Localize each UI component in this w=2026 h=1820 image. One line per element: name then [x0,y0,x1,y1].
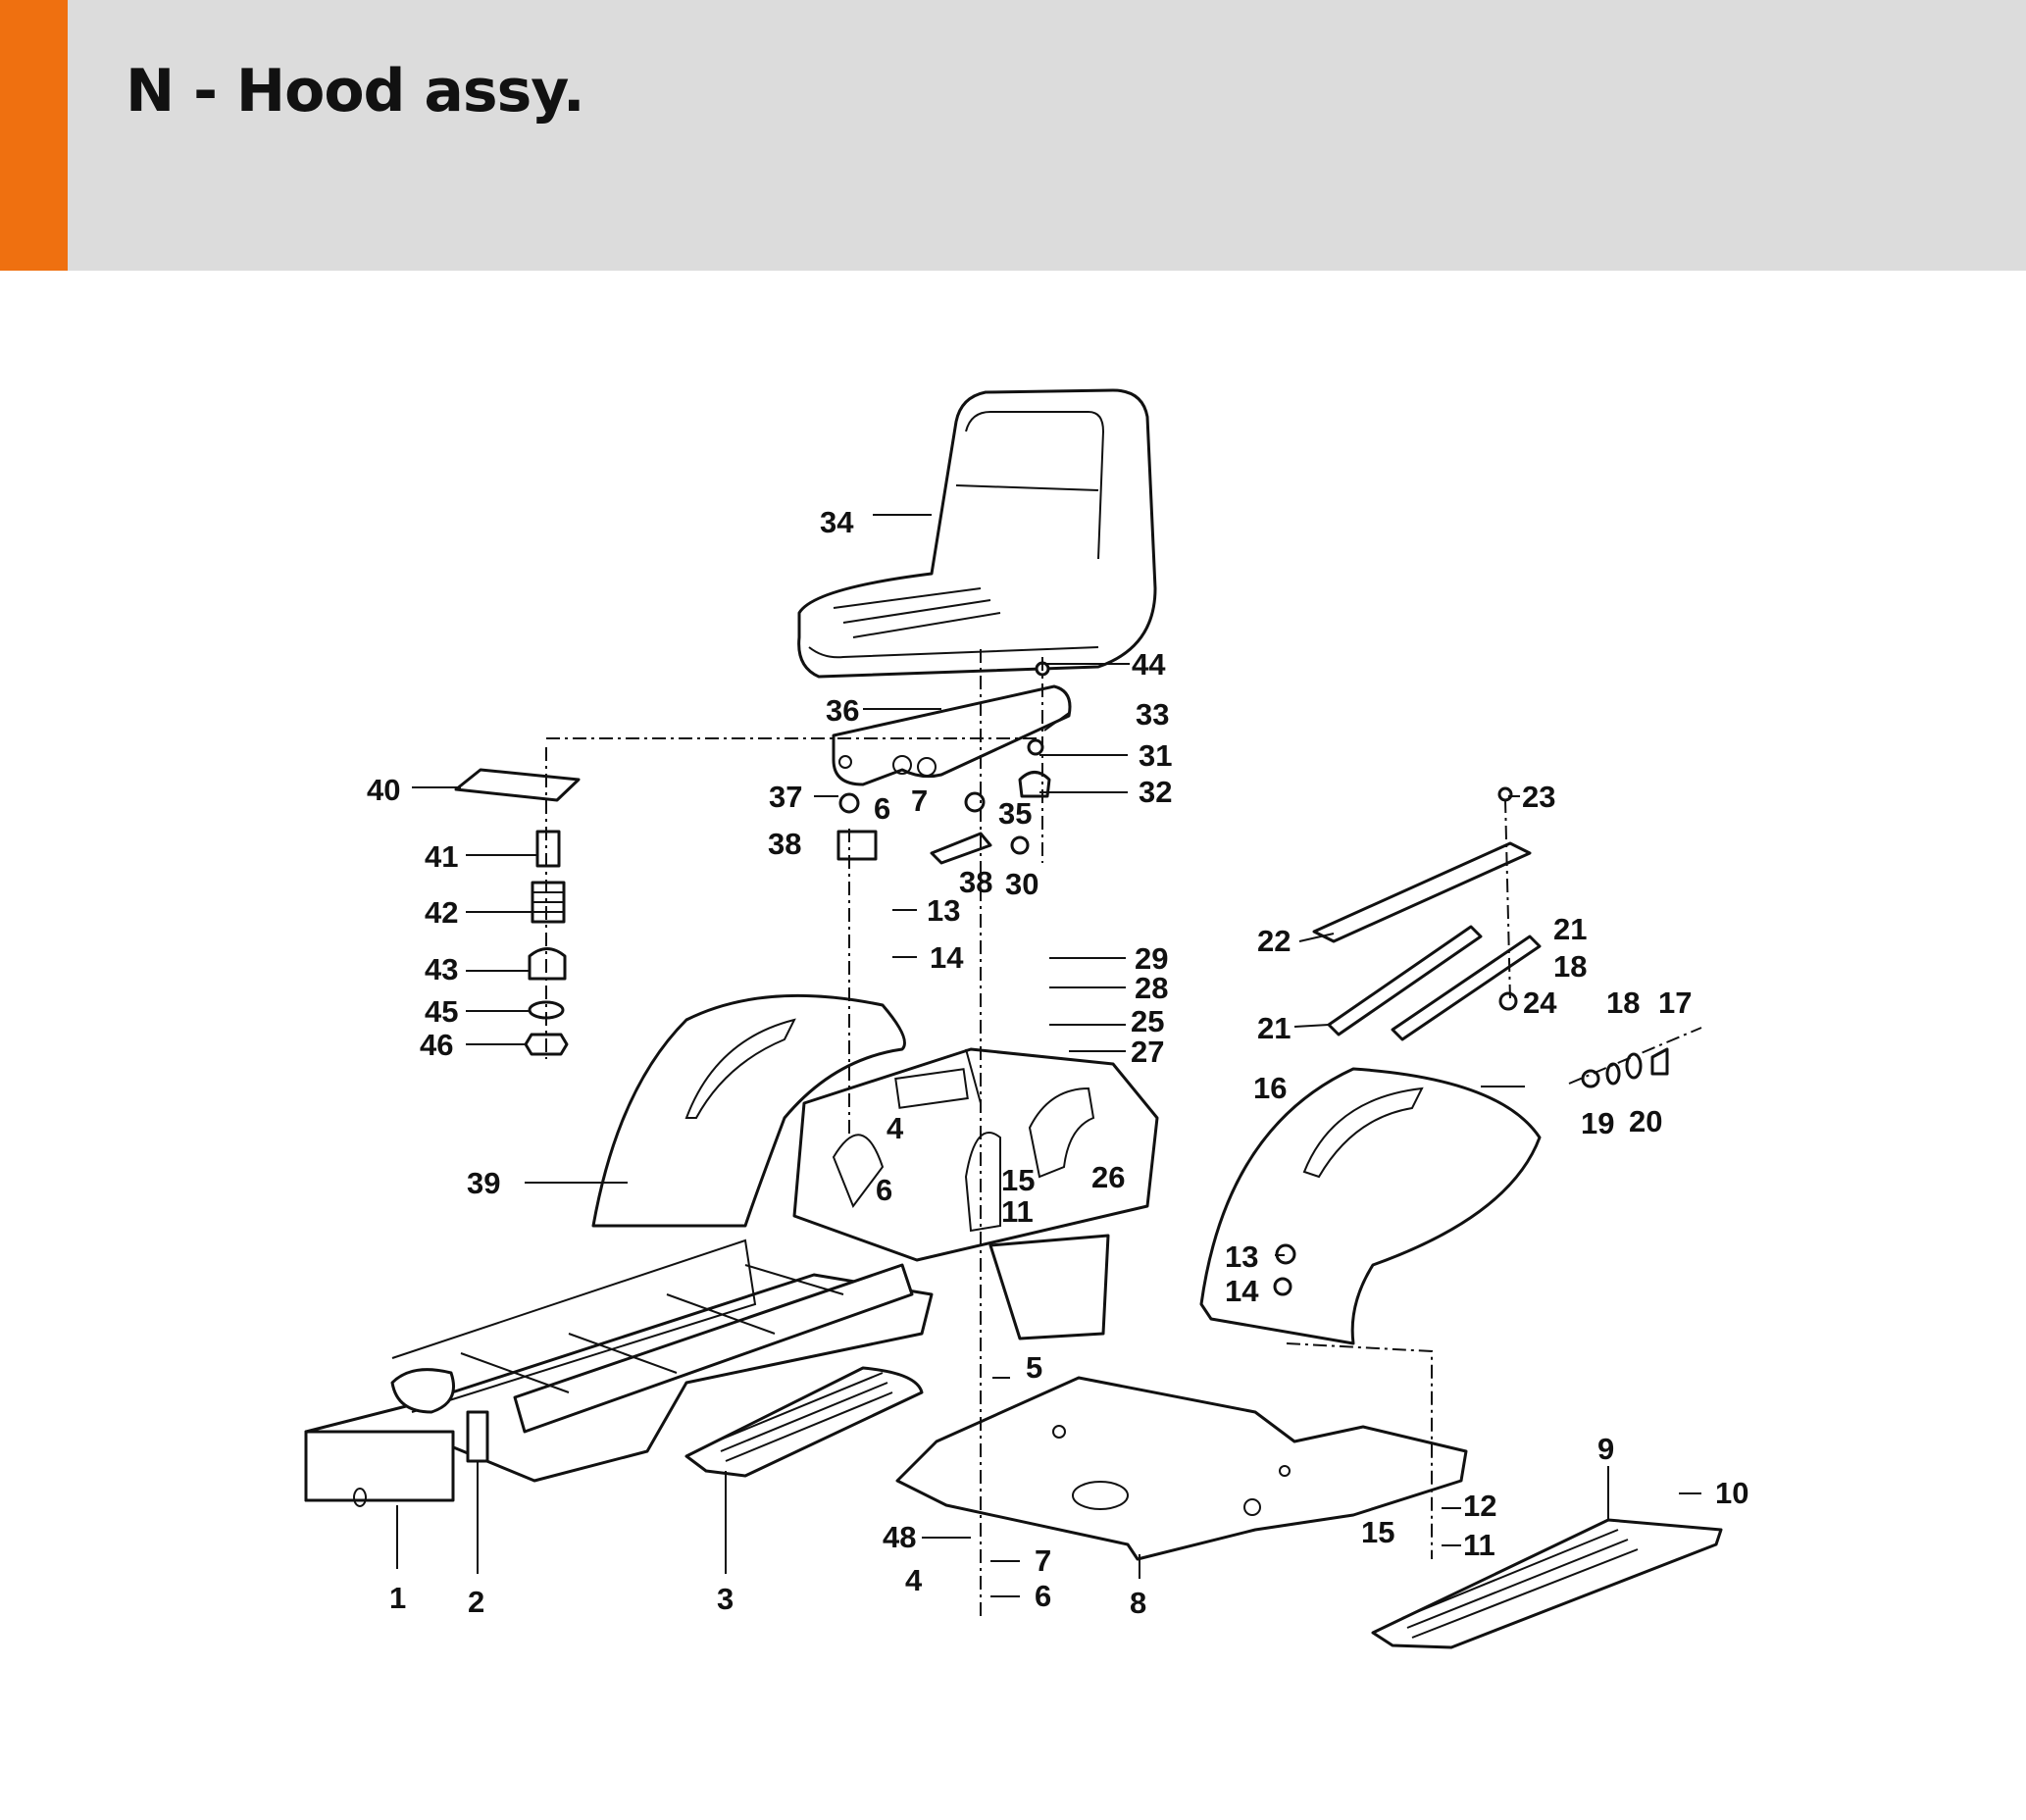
callout-48: 48 [883,1520,916,1554]
header-band [0,0,2026,271]
callout-34: 34 [820,505,854,539]
callout-39: 39 [467,1166,500,1200]
callout-3: 3 [717,1582,734,1616]
assembly-axes [545,649,1702,1618]
callout-11b: 11 [1463,1528,1495,1562]
callout-6b: 6 [876,1173,892,1207]
callout-13: 13 [927,893,960,928]
seat-hardware [836,661,1513,865]
callout-42: 42 [425,895,458,930]
callout-9: 9 [1597,1432,1614,1466]
callout-18b: 18 [1606,986,1640,1020]
callout-40: 40 [367,773,400,807]
callout-16: 16 [1253,1071,1287,1105]
callout-7: 7 [911,784,928,818]
callout-21: 21 [1553,912,1587,946]
center-body-part [792,1047,1159,1340]
callout-25: 25 [1131,1004,1164,1038]
callout-43: 43 [425,952,458,986]
callout-44: 44 [1132,647,1166,682]
left-fender-part [591,993,906,1228]
callout-21b: 21 [1257,1011,1291,1045]
callout-4: 4 [886,1111,904,1145]
callout-37: 37 [769,780,802,814]
seat-plate-part [832,684,1072,786]
right-fender-part [1199,1067,1542,1345]
callout-1: 1 [389,1581,406,1615]
callout-11: 11 [1001,1194,1034,1229]
callout-20: 20 [1629,1104,1662,1138]
callout-15: 15 [1001,1163,1035,1197]
callout-23: 23 [1522,780,1555,814]
left-footboard-part [684,1366,924,1478]
callout-labels: 34 44 36 33 31 32 40 37 6 7 35 38 38 30 … [367,505,1748,1620]
callout-27: 27 [1131,1035,1164,1069]
callout-4b: 4 [905,1563,923,1597]
seat-part [797,388,1157,679]
rail-parts [1312,841,1542,1041]
callout-6c: 6 [1035,1579,1051,1613]
callout-38b: 38 [959,865,992,899]
callout-26: 26 [1091,1160,1125,1194]
callout-14b: 14 [1225,1274,1259,1308]
callout-7b: 7 [1035,1543,1051,1578]
right-footboard-part [1371,1518,1723,1649]
callout-36: 36 [826,693,859,728]
callout-31: 31 [1139,738,1172,773]
callout-14: 14 [930,940,964,975]
callout-46: 46 [420,1028,453,1062]
callout-10: 10 [1715,1476,1748,1510]
callout-41: 41 [425,839,458,874]
page-title: N - Hood assy. [126,57,585,126]
callout-22: 22 [1257,924,1291,958]
callout-13b: 13 [1225,1239,1258,1274]
callout-24: 24 [1523,986,1557,1020]
callout-32: 32 [1139,775,1172,809]
right-hardware [1273,991,1669,1296]
callout-17: 17 [1658,986,1692,1020]
callout-18: 18 [1553,949,1587,984]
accent-bar [0,0,68,271]
callout-8: 8 [1130,1586,1146,1620]
frame-part [304,1239,934,1507]
floor-plate-part [895,1376,1468,1561]
callout-33: 33 [1136,697,1169,732]
callout-5: 5 [1026,1350,1042,1385]
callout-12: 12 [1463,1489,1496,1523]
callout-29: 29 [1135,941,1168,976]
callout-45: 45 [425,994,458,1029]
callout-15b: 15 [1361,1515,1394,1549]
callout-30: 30 [1005,867,1038,901]
callout-6: 6 [874,791,890,826]
callout-28: 28 [1135,971,1168,1005]
leader-lines [396,514,1701,1597]
callout-2: 2 [468,1585,484,1619]
callout-19: 19 [1581,1106,1614,1140]
callout-35: 35 [998,796,1032,831]
callout-38: 38 [768,827,801,861]
